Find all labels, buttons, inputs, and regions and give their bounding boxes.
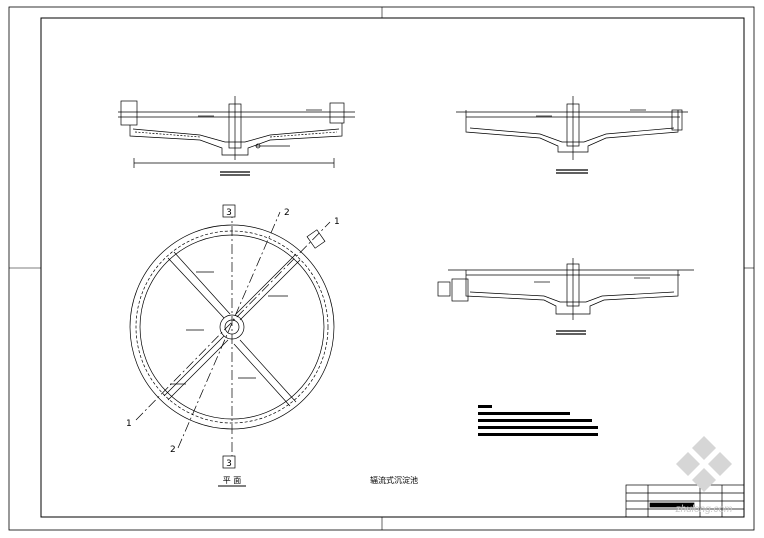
centering-marks [9, 7, 754, 530]
section-3-3 [437, 258, 694, 335]
section-marks: 3 3 2 2 1 1 [126, 204, 340, 469]
section-mark-lower-2: 2 [170, 445, 176, 455]
notes-block [478, 405, 598, 436]
watermark-text: zhulong.com [675, 504, 733, 515]
main-title: 辐流式沉淀池 [370, 475, 418, 485]
watermark-logo [676, 436, 732, 492]
section-1-1 [118, 96, 355, 176]
section-mark-bottom-3: 3 [226, 459, 232, 469]
section-mark-upper-2: 2 [284, 208, 290, 218]
inner-frame [40, 17, 745, 518]
section-mark-lower-1: 1 [126, 419, 132, 429]
section-mark-top-3: 3 [226, 208, 232, 218]
section-2-2 [456, 96, 688, 174]
plan-title: 平 面 [223, 476, 242, 485]
section-mark-upper-1: 1 [334, 217, 340, 227]
outer-border [8, 6, 755, 531]
plan-view [129, 208, 335, 460]
title-block [625, 484, 745, 518]
